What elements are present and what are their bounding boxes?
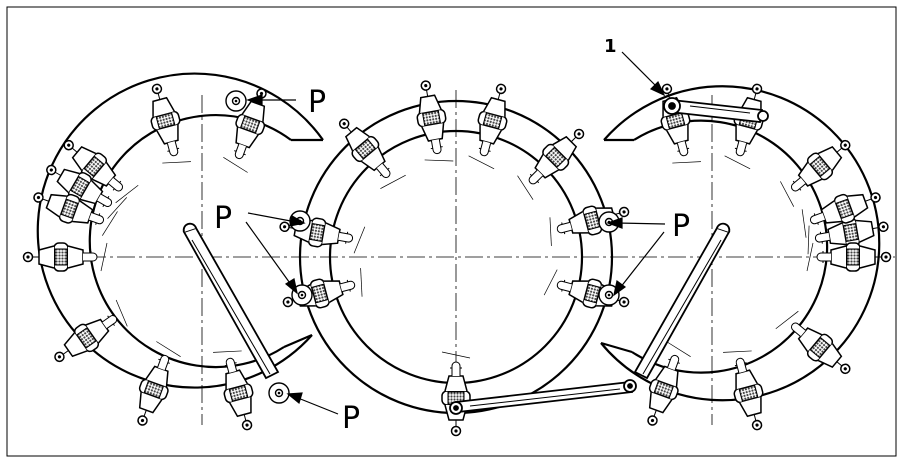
clamp-unit [223,88,267,173]
clamp-unit [517,128,585,200]
leader-lines [245,51,666,415]
right-ring [600,85,881,402]
left-lever-arm [182,222,280,380]
clamp-unit [807,217,889,255]
clamp-unit [63,139,139,204]
label-p-right: P [672,209,690,244]
clamp-unit [775,310,851,375]
clamp-unit [33,192,118,236]
clamp-unit [150,83,191,164]
label-item-1: 1 [604,36,617,57]
drawing-border [6,6,897,457]
clamp-unit [22,242,108,272]
right-lever-arm [633,222,731,380]
clamp-unit [806,242,892,272]
left-ring [36,72,324,389]
label-p-center: P [214,201,232,236]
clamp-unit [647,341,691,426]
clamp-unit [468,83,508,170]
clamp-unit [723,350,764,431]
label-p-left-bottom: P [342,401,360,436]
clamp-unit [780,139,851,207]
guide-roller [268,382,290,404]
clamp-unit [54,299,128,363]
clamp-unit [416,80,454,162]
clamp-unit [213,350,254,431]
guide-rollers [225,90,620,404]
clamp-units [22,80,892,437]
callout-labels: P P P P 1 [214,36,690,436]
label-p-left-top: P [308,85,326,120]
clamp-unit [441,351,471,437]
guide-roller [291,284,313,306]
clamp-unit [549,205,630,246]
clamp-unit [46,164,127,219]
top-link-bar [663,97,769,123]
bottom-link-bar [449,379,637,415]
guide-roller [225,90,247,112]
clamp-unit [801,192,881,238]
guide-roller [598,284,620,306]
clamp-unit [137,341,181,426]
clamp-unit [338,118,406,189]
